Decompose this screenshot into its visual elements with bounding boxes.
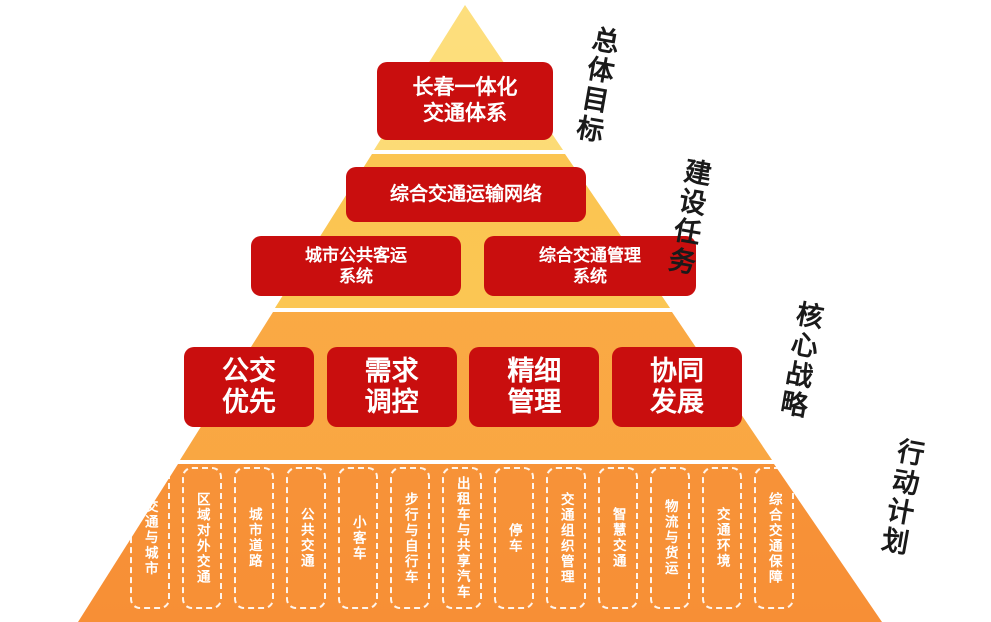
action-item-traffic-organization: 交通组织管理 xyxy=(546,467,586,609)
side-label-action-plan: 行动计划 xyxy=(875,435,926,559)
goal-box: 长春一体化 交通体系 xyxy=(377,62,553,140)
side-label-core-strategy: 核心战略 xyxy=(774,298,825,422)
action-plan-row: 交通与城市 区域对外交通 城市道路 公共交通 小客车 步行与自行车 出租车与共享… xyxy=(122,467,802,609)
strategy-4-line2: 发展 xyxy=(649,387,704,417)
strategy-box-transit-priority: 公交 优先 xyxy=(184,347,314,427)
system-box-public-transit: 城市公共客运 系统 xyxy=(251,236,461,296)
strategy-3-line2: 管理 xyxy=(507,387,562,417)
side-label-overall-goal: 总体目标 xyxy=(570,23,621,147)
network-box: 综合交通运输网络 xyxy=(346,167,586,222)
action-item-label: 步行与自行车 xyxy=(402,491,418,585)
system-box-2-line2: 系统 xyxy=(573,267,607,286)
strategy-4-line1: 协同 xyxy=(649,355,704,386)
action-item-urban-roads: 城市道路 xyxy=(234,467,274,609)
strategy-box-demand-regulation: 需求 调控 xyxy=(326,347,457,427)
action-item-smart-transport: 智慧交通 xyxy=(598,467,638,609)
action-item-regional-external: 区域对外交通 xyxy=(182,467,222,609)
action-item-label: 城市道路 xyxy=(246,507,262,569)
goal-box-line1: 长春一体化 xyxy=(412,75,518,99)
action-item-passenger-cars: 小客车 xyxy=(338,467,378,609)
action-item-label: 综合交通保障 xyxy=(766,491,782,585)
system-box-1-line2: 系统 xyxy=(339,267,373,286)
action-item-label: 智慧交通 xyxy=(610,507,626,569)
action-item-parking: 停车 xyxy=(494,467,534,609)
action-item-logistics-freight: 物流与货运 xyxy=(650,467,690,609)
action-item-walking-cycling: 步行与自行车 xyxy=(390,467,430,609)
action-item-transport-environment: 交通环境 xyxy=(702,467,742,609)
strategy-1-line1: 公交 xyxy=(222,355,276,386)
action-item-label: 物流与货运 xyxy=(662,499,678,577)
strategy-3-line1: 精细 xyxy=(507,355,562,386)
system-box-1-line1: 城市公共客运 xyxy=(305,245,407,265)
goal-box-line2: 交通体系 xyxy=(423,102,507,125)
strategy-box-fine-management: 精细 管理 xyxy=(469,347,600,427)
action-item-label: 公共交通 xyxy=(298,507,314,569)
system-box-traffic-management: 综合交通管理 系统 xyxy=(484,236,696,296)
action-item-comprehensive-support: 综合交通保障 xyxy=(754,467,794,609)
action-item-label: 交通环境 xyxy=(714,507,730,569)
action-item-label: 小客车 xyxy=(350,514,366,562)
strategy-1-line2: 优先 xyxy=(222,387,276,417)
action-item-label: 交通组织管理 xyxy=(558,491,574,585)
action-item-label: 交通与城市 xyxy=(142,499,158,577)
action-item-label: 出租车与共享汽车 xyxy=(454,476,470,600)
strategy-row: 公交 优先 需求 调控 精细 管理 协同 发展 xyxy=(184,347,742,427)
strategy-2-line2: 调控 xyxy=(364,387,419,417)
action-item-label: 停车 xyxy=(506,522,522,554)
network-box-label: 综合交通运输网络 xyxy=(389,183,542,205)
action-item-public-transit: 公共交通 xyxy=(286,467,326,609)
strategy-2-line1: 需求 xyxy=(364,355,419,386)
action-item-taxi-shared-cars: 出租车与共享汽车 xyxy=(442,467,482,609)
action-item-label: 区域对外交通 xyxy=(194,491,210,585)
system-box-2-line1: 综合交通管理 xyxy=(539,245,641,265)
strategy-box-coordinated-development: 协同 发展 xyxy=(611,347,742,427)
action-item-city-transport: 交通与城市 xyxy=(130,467,170,609)
side-label-build-tasks: 建设任务 xyxy=(662,155,713,279)
